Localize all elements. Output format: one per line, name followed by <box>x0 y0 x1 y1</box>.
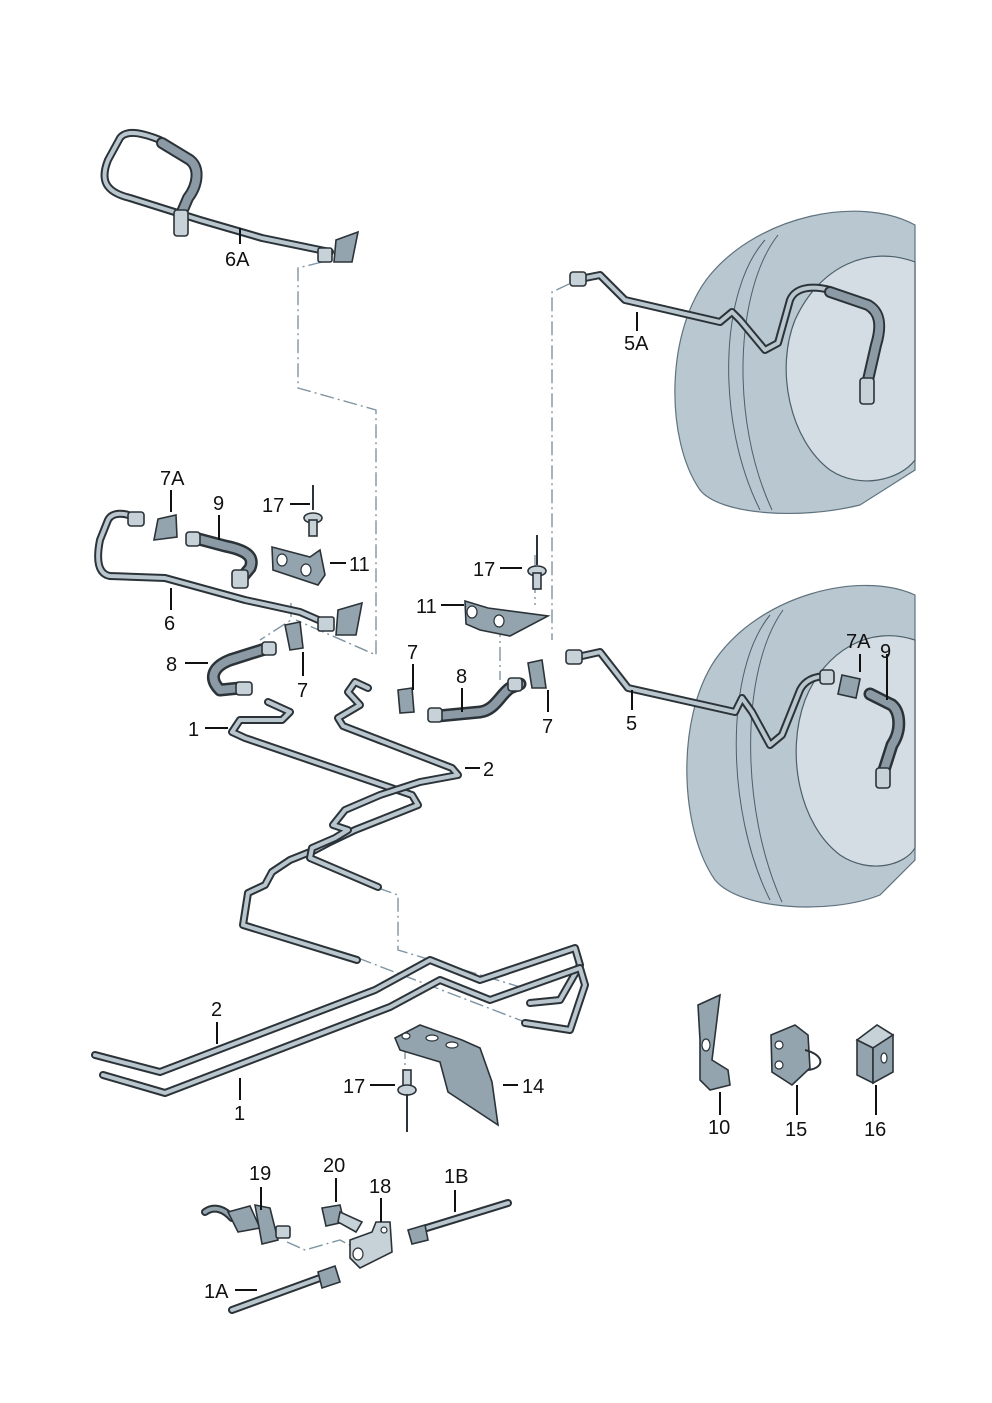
part-8-brake-hose-mid <box>427 677 527 723</box>
callout-8-mid: 8 <box>456 666 467 688</box>
callout-19: 19 <box>249 1163 271 1185</box>
leader-lines <box>170 228 888 1291</box>
part-7-clip-left <box>284 621 304 651</box>
part-11-bracket-left <box>271 545 326 586</box>
callout-18: 18 <box>369 1176 391 1198</box>
part-2-brake-pipe-lower <box>91 944 584 1076</box>
callout-5A: 5A <box>624 333 649 355</box>
callout-6: 6 <box>164 613 175 635</box>
part-14-bracket <box>393 1024 500 1127</box>
callout-7-left: 7 <box>297 680 308 702</box>
part-17-rivet-bottom <box>397 1069 417 1132</box>
part-1A-brake-pipe <box>228 1264 341 1314</box>
callout-7-right: 7 <box>542 716 553 738</box>
part-17-rivet-mid <box>527 535 547 590</box>
callout-2-top: 2 <box>483 759 494 781</box>
callout-20: 20 <box>323 1155 345 1177</box>
part-15-clip <box>770 1024 822 1087</box>
callout-5: 5 <box>626 713 637 735</box>
callout-7A-right: 7A <box>846 631 871 653</box>
part-7A-holder-left <box>153 514 178 541</box>
callout-16: 16 <box>864 1119 886 1141</box>
brake-drum-upper <box>674 210 916 515</box>
callout-9-right: 9 <box>880 641 891 663</box>
callout-1A: 1A <box>204 1281 229 1303</box>
part-16-holder <box>855 1024 895 1085</box>
part-7-clip-right <box>527 659 547 689</box>
callout-6A: 6A <box>225 249 250 271</box>
part-6A-brake-pipe <box>100 129 360 263</box>
callout-7A-left: 7A <box>160 468 185 490</box>
callout-17-bottom: 17 <box>343 1076 365 1098</box>
part-1B-brake-pipe <box>407 1199 512 1245</box>
callout-11-mid: 11 <box>416 596 437 618</box>
part-17-rivet-top <box>303 485 323 537</box>
assembly-dash-lines <box>259 261 570 1251</box>
callout-1-top: 1 <box>188 719 199 741</box>
part-19-pressure-switch <box>201 1203 291 1245</box>
brake-drum-lower <box>686 584 916 908</box>
part-11-bracket-mid <box>464 599 551 637</box>
part-8-brake-hose-left <box>207 641 277 697</box>
part-5A-brake-pipe <box>569 271 886 405</box>
part-9-brake-hose-left <box>185 531 258 589</box>
part-1-brake-pipe-upper <box>228 698 422 964</box>
part-18-distributor <box>349 1221 393 1269</box>
part-1-brake-pipe-lower <box>99 964 589 1097</box>
callout-10: 10 <box>708 1117 730 1139</box>
part-2-brake-pipe-upper <box>306 678 462 891</box>
callout-15: 15 <box>785 1119 807 1141</box>
callout-11-left: 11 <box>349 554 370 576</box>
part-7A-holder-right <box>837 674 861 699</box>
part-5-brake-pipe <box>565 648 832 749</box>
callout-2-bottom: 2 <box>211 999 222 1021</box>
part-10-clip <box>697 993 731 1091</box>
part-9-brake-hose-right <box>819 669 906 789</box>
callout-9-left: 9 <box>213 493 224 515</box>
part-20-bolt <box>321 1204 364 1234</box>
callout-17-top: 17 <box>262 495 284 517</box>
callout-1B: 1B <box>444 1166 468 1188</box>
part-6-brake-pipe <box>94 509 364 636</box>
callout-14: 14 <box>522 1076 544 1098</box>
callout-8-left: 8 <box>166 654 177 676</box>
callout-17-mid: 17 <box>473 559 495 581</box>
callout-7-mid: 7 <box>407 642 418 664</box>
callout-1-bottom: 1 <box>234 1103 245 1125</box>
part-7-clip-mid <box>397 687 415 714</box>
